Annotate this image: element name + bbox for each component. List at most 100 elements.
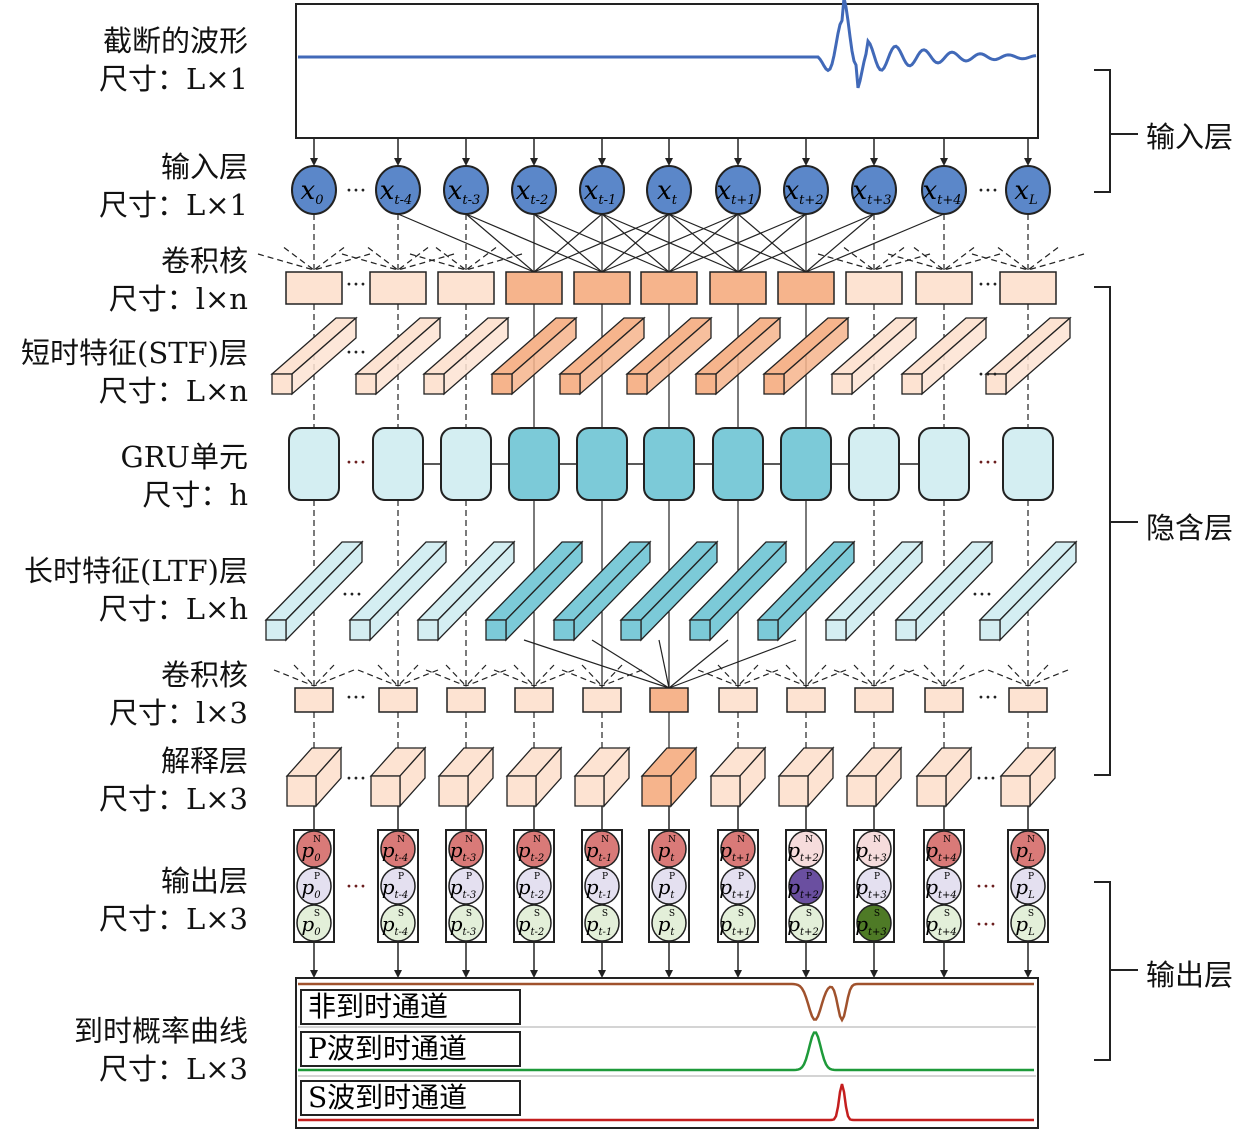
waveform-box — [295, 3, 1039, 139]
subscript: t-4 — [394, 193, 412, 208]
cube-front — [778, 775, 809, 807]
output-prob-P — [448, 867, 484, 905]
symbol: x — [301, 176, 316, 206]
subscript: 0 — [314, 890, 321, 901]
superscript: N — [313, 835, 321, 845]
arrow-head — [734, 970, 742, 978]
symbol-label: pt+1 — [719, 838, 751, 864]
superscript: S — [1028, 909, 1034, 919]
ellipsis: ··· — [972, 583, 993, 608]
kernel2-connection — [943, 664, 965, 687]
symbol-label: pt+3 — [855, 875, 887, 901]
arrow-head — [394, 158, 402, 166]
output-prob-S — [788, 904, 824, 942]
kernel-connection — [397, 213, 535, 273]
ltf-bar-front — [757, 619, 779, 641]
conv2-kernel — [924, 687, 964, 713]
kernel-connection — [533, 213, 670, 273]
subscript: t-1 — [599, 927, 613, 938]
symbol: p — [450, 838, 463, 862]
output-prob-S — [720, 904, 756, 942]
gru-unit — [780, 427, 832, 501]
symbol: p — [518, 838, 531, 862]
output-prob-P — [296, 867, 332, 905]
symbol-label: pt-4 — [382, 838, 409, 864]
kernel2-connection — [873, 669, 915, 687]
kernel2-connection — [923, 664, 945, 687]
subscript: t — [670, 890, 675, 901]
output-prob-N — [516, 830, 552, 868]
conv-kernel — [999, 271, 1057, 305]
kernel-connection — [887, 253, 945, 271]
subscript: t+4 — [938, 927, 957, 938]
symbol-label: pt-3 — [450, 838, 477, 864]
kernel2-connection — [397, 669, 439, 687]
symbol-label: pt-2 — [518, 875, 545, 901]
subscript: t — [672, 193, 678, 208]
superscript: P — [1028, 872, 1034, 882]
ltf-bar-front — [485, 619, 507, 641]
superscript: P — [314, 872, 320, 882]
subscript: t+1 — [732, 853, 751, 864]
symbol-label: xt+2 — [784, 176, 823, 208]
superscript: N — [465, 835, 473, 845]
kernel2-connection — [601, 664, 623, 687]
symbol-label: pt+2 — [787, 912, 819, 938]
symbol: x — [852, 176, 867, 206]
layer-size: 尺寸：L×1 — [98, 188, 248, 222]
stf-bar-front — [271, 373, 293, 395]
symbol-label: pt-1 — [586, 875, 613, 901]
symbol: p — [586, 838, 599, 862]
conv2-kernel — [854, 687, 894, 713]
subscript: t-4 — [395, 853, 409, 864]
arrow-head — [310, 970, 318, 978]
ellipsis: ··· — [346, 179, 367, 204]
right-label-output: 输出层 — [1146, 958, 1234, 992]
symbol-label: pt-3 — [450, 912, 477, 938]
kernel-connection — [805, 213, 875, 273]
symbol: p — [855, 838, 868, 862]
ellipsis: ··· — [976, 767, 997, 792]
symbol-label: pL — [1015, 875, 1035, 901]
conv-kernel — [777, 271, 835, 305]
symbol-label: pt — [658, 875, 676, 901]
gru-unit — [440, 427, 492, 501]
cube-front — [916, 775, 947, 807]
symbol: p — [518, 912, 531, 936]
superscript: P — [466, 872, 472, 882]
kernel-connection — [997, 247, 1029, 271]
gru-unit — [1002, 427, 1054, 501]
symbol: p — [1015, 875, 1028, 899]
symbol: x — [1014, 176, 1029, 206]
conv-kernel — [915, 271, 973, 305]
cube-front — [641, 775, 672, 807]
kernel2-connection — [805, 664, 827, 687]
ellipsis: ··· — [346, 341, 367, 366]
subscript: 0 — [315, 193, 323, 208]
symbol: p — [855, 875, 868, 899]
subscript: t-1 — [599, 890, 613, 901]
ellipsis: ··· — [976, 913, 997, 938]
right-label-input: 输入层 — [1146, 120, 1234, 154]
superscript: S — [602, 909, 608, 919]
kernel2-connection — [717, 664, 739, 687]
subscript: t-3 — [463, 890, 477, 901]
superscript: S — [669, 909, 675, 919]
kernel-connection — [1027, 247, 1059, 271]
symbol-label: xt-2 — [516, 176, 549, 208]
ellipsis: ··· — [346, 273, 367, 298]
superscript: N — [805, 835, 813, 845]
layer-name: 卷积核 — [160, 244, 248, 278]
kernel2-connection — [658, 639, 670, 689]
cube-front — [846, 775, 877, 807]
kernel-connection — [601, 213, 739, 273]
subscript: L — [1027, 927, 1035, 938]
subscript: t+3 — [868, 853, 887, 864]
symbol-label: pt+1 — [719, 875, 751, 901]
kernel-connection — [313, 253, 371, 271]
symbol-label: pt-4 — [382, 875, 409, 901]
layer-label: 卷积核尺寸：l×3 — [109, 656, 248, 732]
output-prob-N — [720, 830, 756, 868]
superscript: P — [806, 872, 812, 882]
layer-size: 尺寸：L×3 — [98, 1052, 248, 1086]
